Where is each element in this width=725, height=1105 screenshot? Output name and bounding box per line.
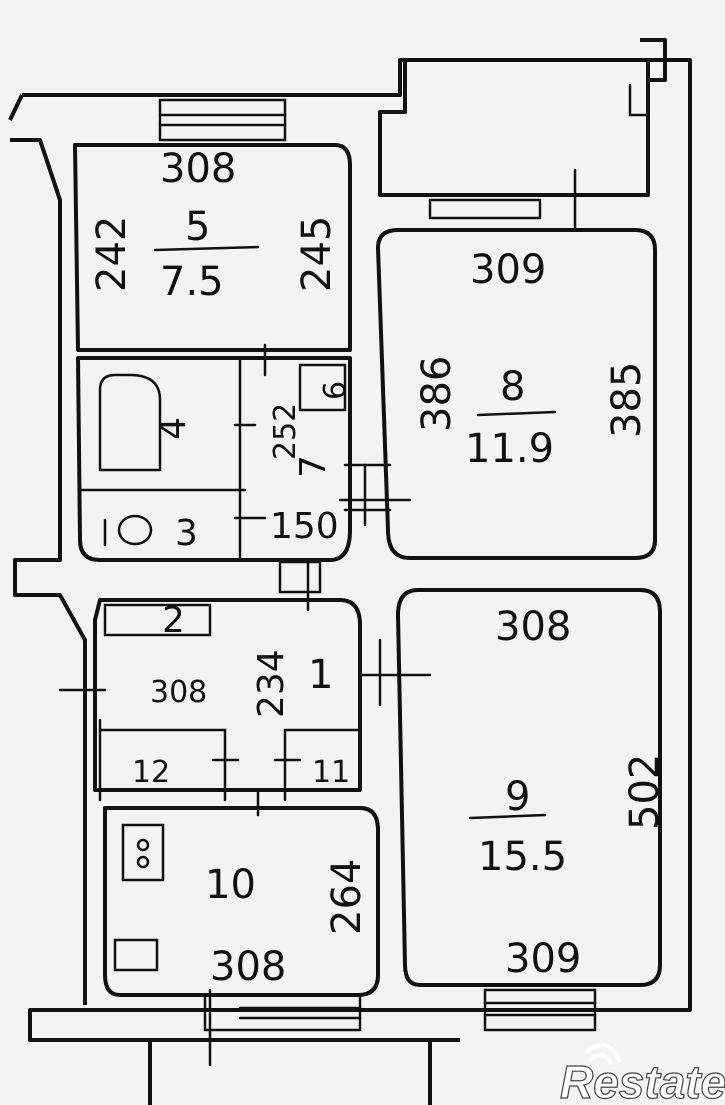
- stove-icon: [121, 823, 165, 882]
- room-8-side-left: 386: [414, 356, 460, 432]
- room-1-side: 234: [251, 649, 292, 718]
- hall: [58, 558, 432, 817]
- restate-logo-text: Restate: [560, 1056, 725, 1105]
- room-8-area: 11.9: [465, 426, 554, 472]
- room-1-number: 1: [308, 652, 333, 698]
- room-9-width-top: 308: [495, 604, 571, 650]
- room-3-number: 3: [175, 513, 198, 554]
- room-10: [103, 806, 380, 1067]
- room-8-side-right: 385: [604, 362, 650, 438]
- room-12-number: 12: [132, 755, 170, 790]
- room-5: [73, 98, 352, 352]
- room-7-width-bottom: 150: [270, 506, 339, 547]
- room-1-width: 308: [150, 675, 207, 710]
- room-7-side: 252: [268, 403, 303, 460]
- bath-block: [76, 343, 412, 562]
- labels: 308 5 7.5 242 245 4 6 252 7 150 3 309 8 …: [89, 146, 668, 990]
- outer-walls: [8, 38, 692, 1105]
- room-5-number: 5: [185, 204, 210, 250]
- room-9-side-right: 502: [622, 754, 668, 830]
- room-9-number: 9: [505, 774, 530, 820]
- room-9-area: 15.5: [478, 834, 567, 880]
- room-9: [396, 588, 662, 1032]
- room-10-width-bottom: 308: [210, 944, 286, 990]
- toilet-icon: [117, 514, 153, 546]
- room-5-area: 7.5: [160, 259, 224, 305]
- room-8: [376, 228, 657, 560]
- room-5-side-left: 242: [89, 216, 135, 292]
- sink-icon: [113, 938, 159, 972]
- room-11-number: 11: [312, 755, 350, 790]
- room-4-number: 4: [153, 417, 194, 440]
- room-9-width-bottom: 309: [505, 936, 581, 982]
- room-6-number: 6: [318, 381, 353, 400]
- balcony: [378, 58, 650, 232]
- room-5-width-top: 308: [160, 146, 236, 192]
- room-10-number: 10: [205, 862, 256, 908]
- room-5-side-right: 245: [294, 216, 340, 292]
- room-7-number: 7: [293, 455, 334, 478]
- restate-logo: Restate: [559, 1042, 725, 1105]
- bathtub-icon: [98, 373, 162, 472]
- room-8-width-top: 309: [470, 247, 546, 293]
- room-8-number: 8: [500, 364, 525, 410]
- room-10-side: 264: [324, 859, 370, 935]
- room-2-number: 2: [162, 600, 185, 641]
